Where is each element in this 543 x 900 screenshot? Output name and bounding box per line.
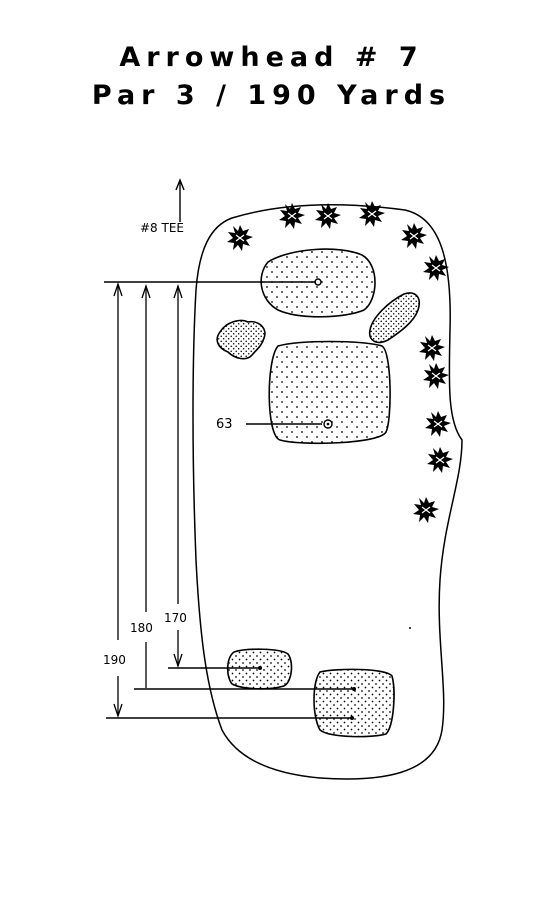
- distance-line-190: [106, 281, 354, 720]
- fairway-bunker: [268, 340, 391, 445]
- distance-line-170: [168, 283, 262, 670]
- bunker-left: [216, 319, 266, 360]
- distance-label-170: 170: [164, 611, 187, 625]
- sprinkler-distance-label: 63: [216, 417, 233, 432]
- next-tee-label: #8 TEE: [140, 221, 184, 235]
- hole-outline: [192, 203, 463, 780]
- hole-title: Arrowhead # 7: [119, 42, 424, 73]
- bunker-right: [368, 292, 420, 344]
- distance-label-180: 180: [130, 621, 153, 635]
- distance-line-180: [134, 283, 356, 691]
- tee-back: [313, 668, 395, 738]
- arrow-up-icon: [175, 178, 185, 222]
- distance-label-190: 190: [103, 653, 126, 667]
- hole-par-yardage: Par 3 / 190 Yards: [91, 80, 452, 111]
